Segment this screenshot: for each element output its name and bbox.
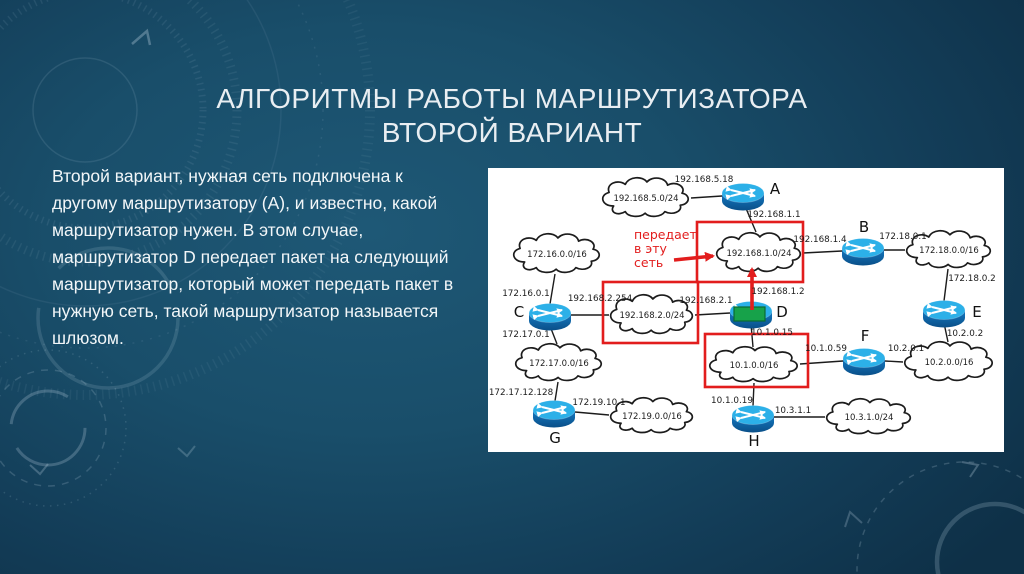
- router-letter-label: G: [549, 429, 561, 447]
- router-H: H: [731, 405, 775, 450]
- router-A: A: [721, 180, 781, 211]
- router-highlight-rect: [733, 306, 766, 322]
- slide-title-line2: ВТОРОЙ ВАРИАНТ: [381, 117, 643, 148]
- network-cloud-net-10-3-1-0-24: 10.3.1.0/24: [827, 399, 911, 434]
- cloud-label: 192.168.2.0/24: [619, 311, 684, 321]
- network-cloud-net-10-1-0-0-16: 10.1.0.0/16: [710, 347, 797, 382]
- cloud-shape-icon: [514, 234, 599, 273]
- router-letter-label: F: [861, 327, 870, 345]
- network-diagram-image: 192.168.5.0/24 192.168.1.0/24 172.18.0.0/1…: [488, 168, 1004, 452]
- cloud-shape-icon: [611, 295, 693, 334]
- link-ip-label: 10.2.0.1: [888, 344, 924, 354]
- router-E: E: [922, 300, 982, 328]
- router-arrows-icon: [532, 308, 563, 321]
- link-ip-label: 172.19.10.1: [572, 398, 625, 408]
- link-ip-label: 192.168.1.4: [793, 235, 847, 245]
- router-D: D: [729, 301, 788, 329]
- router-C: C: [514, 303, 572, 331]
- network-cloud-net-192-168-1-0-24: 192.168.1.0/24: [717, 233, 801, 272]
- cloud-label: 172.17.0.0/16: [529, 359, 589, 369]
- network-link-0: [690, 195, 723, 199]
- network-cloud-net-192-168-5-0-24: 192.168.5.0/24: [603, 178, 688, 217]
- network-cloud-net-172-19-0-0-16: 172.19.0.0/16: [611, 398, 693, 433]
- cloud-label: 172.18.0.0/16: [919, 246, 979, 256]
- cloud-shape-icon: [710, 347, 797, 382]
- cloud-label: 10.2.0.0/16: [925, 358, 974, 368]
- link-ip-label: 10.2.0.2: [947, 329, 983, 339]
- red-highlight-box-0: [695, 220, 805, 284]
- router-letter-label: C: [514, 303, 524, 321]
- network-link-15: [554, 381, 559, 402]
- slide-title: АЛГОРИТМЫ РАБОТЫ МАРШРУТИЗАТОРА ВТОРОЙ В…: [0, 82, 1024, 150]
- link-ip-label: 172.17.12.128: [489, 388, 553, 398]
- router-arrows-icon: [725, 188, 756, 201]
- network-link-13: [549, 273, 556, 305]
- cloud-shape-icon: [611, 398, 693, 433]
- router-arrows-icon: [845, 243, 876, 256]
- cloud-shape-icon: [907, 231, 991, 268]
- red-annotation-line: передает: [634, 227, 697, 242]
- network-cloud-net-172-16-0-0-16: 172.16.0.0/16: [514, 234, 599, 273]
- network-cloud-net-10-2-0-0-16: 10.2.0.0/16: [905, 342, 992, 381]
- red-arrow-0: [673, 251, 715, 262]
- router-F: F: [842, 327, 886, 376]
- red-annotation-line: сеть: [634, 255, 663, 270]
- network-link-4: [943, 268, 949, 302]
- cloud-shape-icon: [603, 178, 688, 217]
- router-G: G: [532, 400, 576, 447]
- link-ip-label: 10.1.0.15: [751, 328, 793, 338]
- cloud-label: 10.1.0.0/16: [730, 361, 779, 371]
- link-ip-label: 172.16.0.1: [502, 289, 550, 299]
- link-ip-label: 10.3.1.1: [775, 406, 811, 416]
- cloud-label: 10.3.1.0/24: [845, 413, 894, 423]
- network-link-16: [574, 411, 610, 416]
- link-ip-label: 172.18.0.1: [879, 232, 927, 242]
- router-arrows-icon: [926, 305, 957, 318]
- cloud-label: 192.168.1.0/24: [726, 249, 791, 259]
- link-ip-label: 172.17.0.1: [502, 330, 550, 340]
- router-letter-label: B: [859, 218, 869, 236]
- cloud-shape-icon: [827, 399, 911, 434]
- link-ip-label: 192.168.1.2: [751, 287, 804, 297]
- network-cloud-net-172-17-0-0-16: 172.17.0.0/16: [516, 344, 601, 381]
- cloud-label: 172.19.0.0/16: [622, 412, 682, 422]
- link-ip-label: 192.168.1.1: [747, 210, 800, 220]
- router-letter-label: E: [972, 303, 981, 321]
- cloud-shape-icon: [905, 342, 992, 381]
- router-arrows-icon: [735, 410, 766, 423]
- network-link-2: [802, 250, 843, 254]
- router-B: B: [841, 218, 885, 266]
- router-letter-label: D: [776, 303, 788, 321]
- network-diagram-svg: 192.168.5.0/24 192.168.1.0/24 172.18.0.0/1…: [488, 168, 1004, 452]
- red-highlight-box-2: [703, 332, 810, 389]
- cloud-label: 172.16.0.0/16: [527, 250, 587, 260]
- link-ip-label: 172.18.0.2: [948, 274, 996, 284]
- cloud-label: 192.168.5.0/24: [613, 194, 678, 204]
- link-ip-label: 10.1.0.19: [711, 396, 753, 406]
- network-link-11: [694, 312, 731, 316]
- router-letter-label: H: [748, 432, 759, 450]
- router-arrows-icon: [536, 405, 567, 418]
- slide-title-line1: АЛГОРИТМЫ РАБОТЫ МАРШРУТИЗАТОРА: [216, 83, 808, 114]
- link-ip-label: 192.168.2.1: [679, 296, 732, 306]
- router-letter-label: A: [770, 180, 781, 198]
- link-ip-label: 10.1.0.59: [805, 344, 847, 354]
- router-arrows-icon: [846, 353, 877, 366]
- network-cloud-net-192-168-2-0-24: 192.168.2.0/24: [611, 295, 693, 334]
- network-link-6: [884, 360, 904, 363]
- cloud-shape-icon: [516, 344, 601, 381]
- link-ip-label: 192.168.2.254: [568, 294, 633, 304]
- link-ip-label: 192.168.5.18: [675, 175, 734, 185]
- red-highlight-box-1: [601, 280, 700, 345]
- body-paragraph: Второй вариант, нужная сеть подключена к…: [52, 166, 454, 348]
- red-annotation-line: в эту: [634, 241, 667, 256]
- network-cloud-net-172-18-0-0-16: 172.18.0.0/16: [907, 231, 991, 268]
